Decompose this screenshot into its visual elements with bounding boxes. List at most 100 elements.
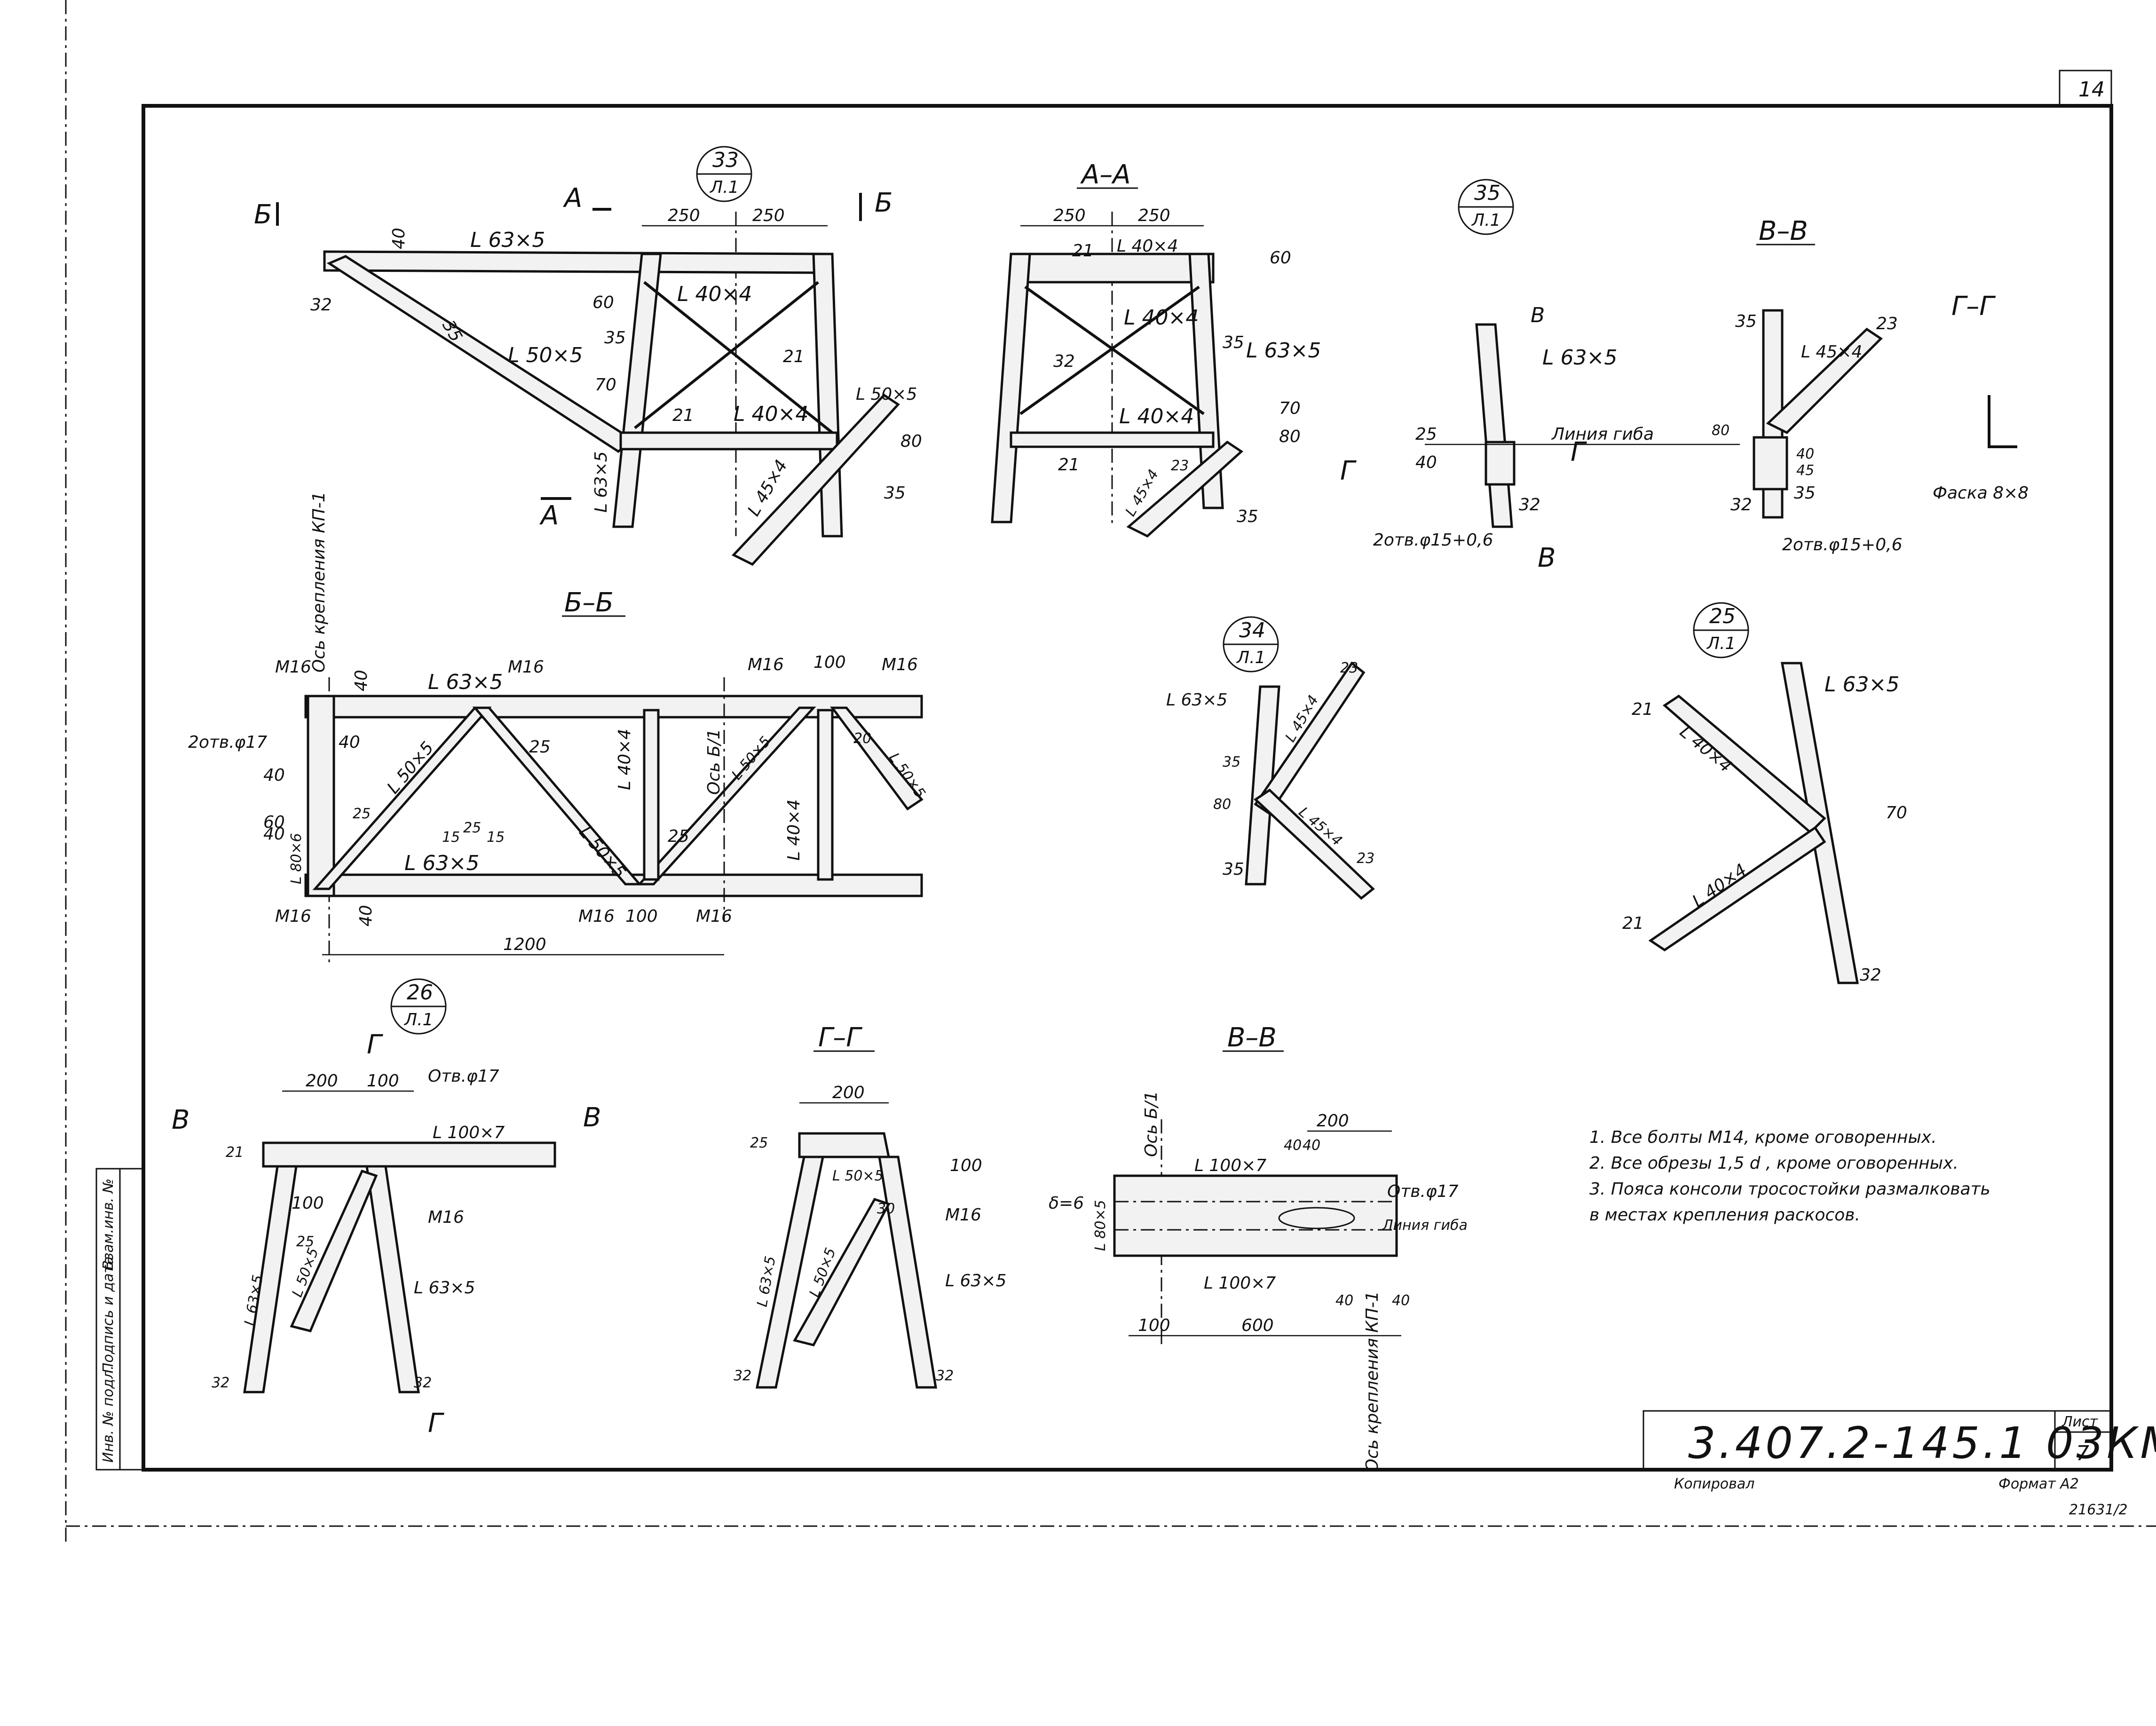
v26-brace	[290, 1169, 378, 1332]
bb-dim-40b: 40	[339, 733, 360, 752]
gg-dim-100: 100	[950, 1156, 982, 1175]
aa-l63x5: L 63×5	[1246, 339, 1321, 363]
format-label: Формат А2	[1998, 1476, 2079, 1492]
v26-top-chord	[262, 1141, 556, 1168]
vv-axis-kp: Ось крепления КП-1	[1363, 1291, 1382, 1472]
bb-axis-bl: Ось Б/1	[704, 728, 724, 795]
bb-dim-25c: 25	[463, 820, 481, 836]
v25-brace-down	[1648, 826, 1826, 952]
view-33: 33 Л.1 Б А Б 250 250 40 L 63×5 32 35 L 5…	[254, 146, 922, 566]
label-l63x5: L 63×5	[470, 228, 545, 252]
aa-left-post	[991, 253, 1031, 523]
dim-32: 32	[310, 295, 332, 315]
vv-dim-600: 600	[1241, 1316, 1274, 1335]
vv-l80x5: L 80×5	[1092, 1200, 1109, 1251]
gg-dim-25: 25	[750, 1135, 768, 1151]
view35-dim-35b: 35	[1794, 483, 1816, 503]
callout-26-num: 26	[407, 981, 433, 1005]
bb-axis-kp: Ось крепления КП-1	[309, 491, 329, 673]
section-vv: В–В Ось Б/1 200 L 100×7 40 40 δ=6 L 80×5…	[1049, 1022, 1468, 1472]
v25-dim-32: 32	[1860, 966, 1881, 985]
designation: 3.407.2-145.1 03КМ	[1688, 1418, 2156, 1468]
callout-26-sheet: Л.1	[403, 1010, 433, 1029]
view35-dim-25: 25	[1415, 425, 1437, 444]
aa-brace-1	[1024, 285, 1205, 415]
label-l63x5v: L 63×5	[592, 451, 611, 513]
aa-top-plate	[1010, 253, 1215, 284]
v34-post	[1245, 685, 1280, 886]
vv-dim-100: 100	[1138, 1316, 1170, 1335]
v26-sec-g: Г	[367, 1029, 383, 1060]
stamp-inv: Инв. № подл.	[100, 1365, 117, 1463]
v26-right-leg	[365, 1165, 420, 1393]
view35-dim-32: 32	[1519, 495, 1540, 515]
v34-dim-35b: 35	[1223, 860, 1244, 879]
section-bb: Б–Б Ось крепления КП-1 М16 40 L 63×5 М16…	[188, 491, 928, 964]
brace-x2	[634, 281, 819, 429]
aa-brace-2	[1019, 285, 1200, 415]
v34-dim-23: 23	[1340, 660, 1358, 676]
view35-dim-45: 45	[1796, 462, 1814, 479]
view35-dim-32b: 32	[1730, 495, 1752, 515]
vv-dim-40d: 40	[1392, 1292, 1410, 1309]
bb-diag-4	[830, 706, 924, 811]
vv-title: В–В	[1227, 1022, 1277, 1053]
view35-line: Линия гиба	[1551, 425, 1654, 444]
v26-l100x7: L 100×7	[433, 1123, 505, 1142]
vv-plate	[1113, 1174, 1398, 1257]
aa-dim-250a: 250	[1053, 206, 1086, 225]
aa-dim-32: 32	[1053, 352, 1075, 371]
dim-21b: 21	[783, 347, 805, 366]
gg-dim-30: 30	[877, 1201, 895, 1217]
bb-end-post	[307, 695, 335, 897]
v26-dim-32a: 32	[212, 1375, 229, 1391]
notes: 1. Все болты М14, кроме оговоренных. 2. …	[1589, 1128, 1990, 1225]
bb-l63x5: L 63×5	[428, 670, 503, 694]
bb-dim-60: 60	[263, 813, 285, 832]
aa-lower-brace	[1126, 440, 1244, 538]
view35-sec-v: В	[1531, 303, 1545, 327]
section-mark-b: Б	[254, 199, 272, 230]
v26-dim-25: 25	[296, 1234, 314, 1250]
v25-dim-21b: 21	[1622, 914, 1644, 933]
bb-m16d: М16	[882, 655, 918, 674]
vv-l100x7b: L 100×7	[1204, 1274, 1276, 1293]
bb-dim-40c: 40	[263, 766, 285, 785]
bb-dim-25b: 25	[353, 806, 371, 822]
bb-m16g: М16	[696, 907, 732, 926]
vv-slot	[1278, 1207, 1355, 1229]
view35-right-brace	[1766, 327, 1883, 435]
v25-brace-up	[1662, 694, 1826, 834]
gg-l50x5: L 50×5	[832, 1168, 884, 1184]
bb-dim-15a: 15	[442, 829, 460, 846]
gg-l63x5b: L 63×5	[945, 1271, 1006, 1291]
v26-l63x5b: L 63×5	[414, 1278, 475, 1298]
bb-dim-25a: 25	[529, 737, 551, 757]
view35-dim-40: 40	[1415, 453, 1437, 472]
sheet-label: Лист	[2061, 1414, 2099, 1430]
section-aa-title: А–А	[1080, 159, 1131, 190]
view35-title: В–В	[1759, 216, 1808, 246]
chamfer-profile	[1988, 395, 2017, 448]
section-mark-b2: Б	[875, 188, 892, 218]
top-chord	[323, 250, 829, 274]
callout-34-num: 34	[1239, 618, 1265, 642]
dim-250a: 250	[668, 206, 700, 225]
bb-diag-3	[637, 706, 816, 886]
v25-dim-21: 21	[1632, 700, 1653, 719]
v34-l63x5: L 63×5	[1166, 690, 1227, 710]
callout-33-sheet: Л.1	[709, 178, 739, 197]
aa-l40x4: L 40×4	[1117, 237, 1178, 256]
v25-l63x5: L 63×5	[1824, 673, 1899, 697]
v26-dim-100: 100	[367, 1071, 399, 1091]
stamp-replace: Взам.инв. №	[100, 1179, 117, 1270]
section-gg: Г–Г 200 25 L 50×5 100 30 М16 L 63×5 L 50…	[734, 1022, 1006, 1389]
vv-axis-bl: Ось Б/1	[1142, 1091, 1161, 1157]
note-2: 2. Все обрезы 1,5 d , кроме оговоренных.	[1589, 1154, 1959, 1173]
view35-dim-80: 80	[1712, 422, 1730, 439]
label-l50x5: L 50×5	[508, 343, 583, 367]
note-3: 3. Пояса консоли тросостойки размалковат…	[1589, 1180, 1990, 1199]
bottom-strut	[619, 431, 838, 451]
view35-sec-v2: В	[1538, 543, 1556, 573]
